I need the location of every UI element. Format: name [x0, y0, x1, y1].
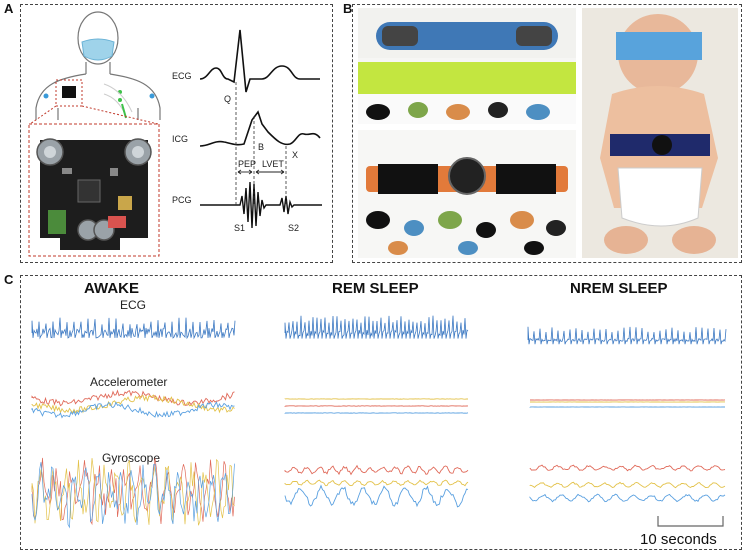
gyro-trace-nrem-yellow — [529, 481, 726, 489]
point-q: Q — [224, 94, 232, 104]
gyro-trace-rem-yellow — [284, 479, 469, 487]
ecg-trace-rem — [284, 315, 469, 339]
panel-label-c: C — [4, 272, 14, 287]
scale-bar-label: 10 seconds — [640, 531, 717, 548]
gyro-trace-nrem-red — [529, 464, 726, 472]
panel-c-frame — [20, 275, 742, 550]
gyro-trace-rem-blue — [284, 484, 469, 508]
state-title-nrem: NREM SLEEP — [570, 280, 668, 297]
waveform-label-icg: ICG — [172, 134, 189, 144]
signal-label-ecg: ECG — [120, 298, 147, 312]
gyro-trace-rem-red — [284, 464, 469, 476]
pcb-board — [36, 138, 152, 250]
state-title-rem: REM SLEEP — [332, 280, 419, 297]
gyro-trace-awake-yellow — [31, 458, 235, 526]
state-title-awake: AWAKE — [84, 280, 140, 297]
pcb-zoom-frame — [28, 123, 160, 257]
photo-infant — [582, 8, 738, 258]
photo-belt-top — [358, 8, 576, 124]
ecg-trace-nrem — [527, 326, 727, 345]
point-s1: S1 — [234, 223, 246, 233]
signal-label-gyroscope: Gyroscope — [102, 451, 161, 465]
accel-trace-awake-red — [31, 389, 235, 407]
interval-pep: PEP — [238, 159, 257, 169]
point-b: B — [258, 142, 265, 152]
waveform-label-ecg: ECG — [172, 71, 192, 81]
icg-waveform — [199, 110, 321, 147]
panel-b-frame — [352, 4, 742, 263]
device-highlight — [55, 79, 83, 107]
signal-label-accelerometer: Accelerometer — [90, 375, 168, 389]
face-mask — [81, 38, 115, 61]
electrode-green-2 — [118, 98, 122, 102]
electrode-left — [43, 93, 49, 99]
photo-belt-bottom — [358, 130, 576, 258]
face-blur-box — [616, 32, 702, 60]
gyro-trace-awake-blue — [31, 462, 235, 529]
gyro-trace-nrem-blue — [529, 493, 726, 503]
panel-label-a: A — [4, 1, 14, 16]
panel-a-frame — [20, 4, 333, 263]
pcg-waveform — [200, 181, 322, 229]
electrode-right — [149, 93, 155, 99]
interval-lvet: LVET — [262, 159, 284, 169]
accel-trace-awake-blue — [31, 401, 235, 419]
device-patch — [62, 86, 76, 98]
gyro-trace-awake-red — [31, 457, 235, 526]
point-s2: S2 — [288, 223, 300, 233]
ecg-trace-awake — [31, 317, 236, 340]
body-outline — [35, 11, 161, 120]
panel-label-b: B — [343, 1, 353, 16]
point-x: X — [292, 150, 299, 160]
ecg-waveform — [199, 29, 320, 93]
waveform-label-pcg: PCG — [172, 195, 192, 205]
